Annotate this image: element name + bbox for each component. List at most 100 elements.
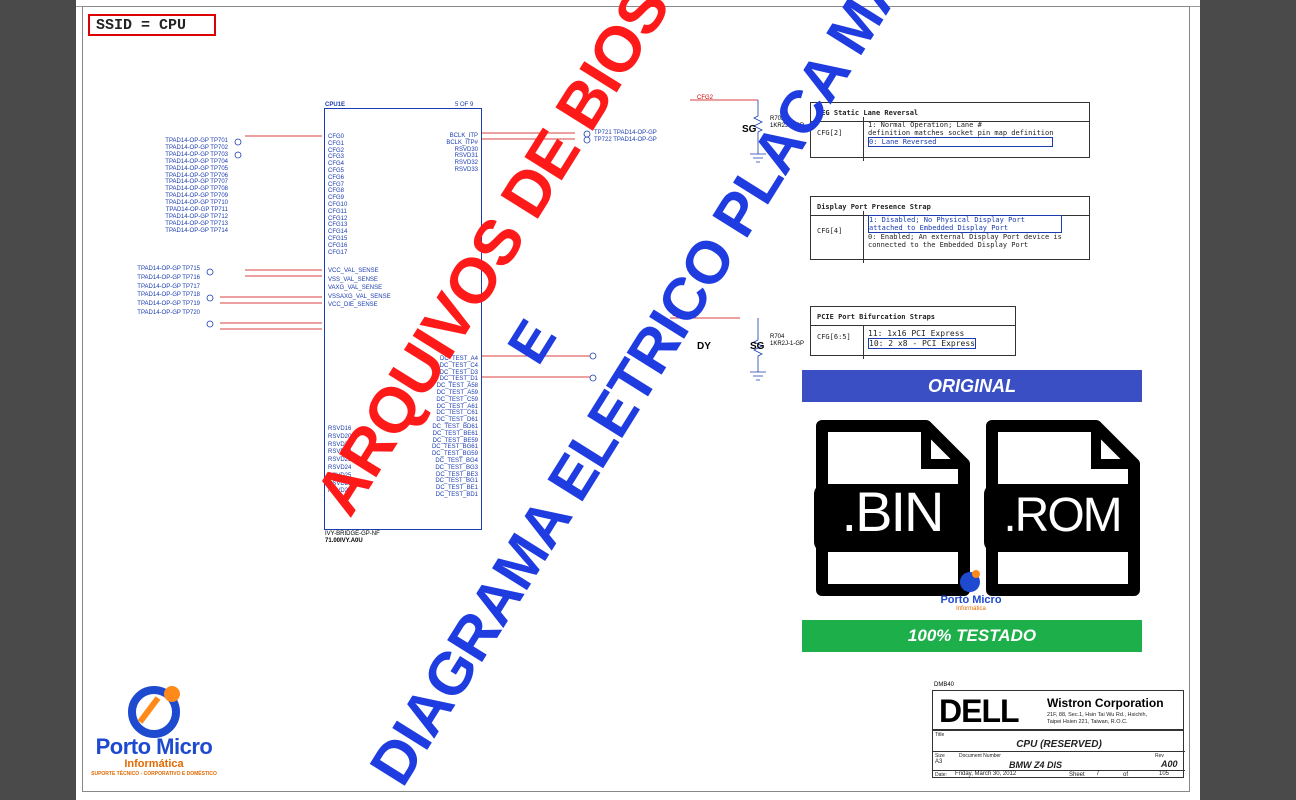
- cpu-pin-label: CFG12: [328, 215, 348, 222]
- cpu-pin-label: RSVD24: [328, 465, 352, 471]
- tb-doc-lbl: Document Number: [959, 753, 1001, 759]
- testpoint-label: TP721 TPAD14-OP-GP: [594, 130, 657, 136]
- testpoint-label: TPAD14-OP-GP TP716: [137, 274, 200, 281]
- cpu-pin-label: DC_TEST_D61: [436, 417, 478, 424]
- testpoint-label: TPAD14-OP-GP TP702: [165, 144, 228, 151]
- strap-dp-desc: 1: Disabled; No Physical Display Port at…: [863, 211, 1066, 263]
- porto-micro-sub: Informática: [124, 758, 184, 770]
- cpu-pin-label: DC_TEST_BD1: [435, 492, 478, 498]
- cpu-pin-label: CFG13: [328, 222, 348, 229]
- tb-rev: A00: [1161, 759, 1178, 769]
- cpu-pin-label: CFG6: [328, 174, 345, 181]
- strap-dp-line1: 1: Disabled; No Physical Display Port: [869, 216, 1025, 224]
- cpu-pin-label: CFG4: [328, 161, 345, 168]
- cpu-pin-label: RSVD16: [328, 426, 352, 432]
- rom-file-label: .ROM: [1003, 489, 1122, 542]
- cpu-pin-label: DC_TEST_BE1: [435, 485, 478, 492]
- cpu-pin-label: RSVD31: [454, 153, 478, 160]
- cpu-pin-label: CFG11: [328, 208, 347, 215]
- chip-part: 5 OF 9: [455, 102, 474, 108]
- testpoint-label: TPAD14-OP-GP TP709: [165, 193, 228, 200]
- tb-code: DMB40: [934, 682, 955, 688]
- cpu-pin-label: DC_TEST_BG61: [431, 444, 478, 451]
- sg-marker-1: SG: [742, 124, 757, 135]
- testpoint-label: TPAD14-OP-GP TP706: [165, 172, 228, 179]
- cpu-pin-label: CFG8: [328, 188, 345, 195]
- cpu-pin-label: DC_TEST_BE61: [432, 430, 478, 437]
- small-logo-mark: [960, 570, 980, 592]
- cpu-pin-label: RSVD22: [328, 449, 352, 456]
- tb-size-lbl: Size: [935, 753, 945, 759]
- testpoint-label: TPAD14-OP-GP TP705: [165, 165, 228, 172]
- ssid-label: SSID = CPU: [88, 14, 216, 36]
- testpoint-label: TPAD14-OP-GP TP712: [165, 213, 228, 220]
- cpu-pin-label: RSVD26: [328, 480, 352, 487]
- strap-peg-cfg: CFG[2]: [817, 129, 843, 137]
- tb-divider-2: [933, 770, 1185, 771]
- r702-val: 1KR2J-1-GP: [770, 123, 805, 129]
- strap-peg-title: PEG Static Lane Reversal: [811, 103, 1089, 122]
- porto-micro-name: Porto Micro: [95, 734, 213, 759]
- tb-date-lbl: Date:: [935, 772, 947, 778]
- tb-title-lbl: Title: [935, 732, 945, 738]
- strap-dp-line4: connected to the Embedded Display Port: [868, 241, 1029, 249]
- cpu-pin-label: CFG10: [328, 202, 348, 208]
- cpu-pin-label: CFG14: [328, 229, 348, 236]
- testpoint-label: TPAD14-OP-GP TP714: [165, 227, 228, 234]
- tb-company: Wistron Corporation: [1047, 696, 1164, 710]
- chip-footer-2: 71.00IVY.A0U: [325, 538, 363, 544]
- cpu-pin-label: VAXG_VAL_SENSE: [328, 285, 383, 292]
- porto-micro-tag: SUPORTE TÉCNICO - CORPORATIVO E DOMÉSTIC…: [91, 771, 217, 777]
- cpu-pin-label: DC_TEST_C4: [439, 362, 478, 369]
- testpoint-label: TPAD14-OP-GP TP703: [165, 151, 228, 158]
- testpoint-label: TPAD14-OP-GP TP717: [137, 283, 200, 290]
- cpu-pin-label: DC_TEST_BG1: [435, 478, 478, 485]
- cpu-pin-label: BCLK_ITP: [449, 133, 478, 139]
- cpu-pin-label: VCC_DIE_SENSE: [328, 302, 378, 309]
- cpu-pin-label: DC_TEST_BD61: [432, 424, 478, 430]
- cpu-pin-label: CFG5: [328, 168, 345, 174]
- cpu-pin-label: DC_TEST_A58: [436, 383, 478, 390]
- cpu-pin-label: DC_TEST_BE3: [435, 471, 478, 478]
- cpu-pin-label: CFG15: [328, 236, 348, 242]
- tb-sheet-lbl: Sheet: [1069, 772, 1085, 778]
- net-cfg6: CFG6: [672, 312, 689, 318]
- testpoint-label: TPAD14-OP-GP TP704: [165, 158, 228, 165]
- strap-peg-line3: 0: Lane Reversed: [868, 137, 1054, 147]
- strap-peg-line1: 1: Normal Operation; Lane #: [868, 121, 982, 129]
- r704-ref: R704: [770, 334, 785, 340]
- strap-dp: Display Port Presence Strap CFG[4] 1: Di…: [810, 196, 1090, 263]
- cpu-pin-label: DC_TEST_C59: [436, 396, 478, 403]
- cpu-pin-label: DC_TEST_A4: [439, 356, 478, 362]
- strap-pcie-line1: 11: 1x16 PCI Express: [868, 329, 965, 338]
- tb-address-1: 21F, 88, Sec.1, Hsin Tai Wu Rd., Hsichih…: [1047, 712, 1148, 718]
- cpu-pin-label: VSSAXG_VAL_SENSE: [328, 293, 391, 300]
- r702-ref: R702: [770, 116, 785, 122]
- strap-peg: PEG Static Lane Reversal CFG[2] 1: Norma…: [810, 102, 1090, 161]
- cpu-pin-label: VSS_VAL_SENSE: [328, 276, 378, 283]
- cpu-pin-label: CFG7: [328, 181, 345, 188]
- badge-original: ORIGINAL: [802, 370, 1142, 402]
- chip-name: CPU1E: [325, 102, 346, 108]
- cpu-pin-label: DC_TEST_BG4: [435, 458, 478, 464]
- strap-dp-enabled: 1: Disabled; No Physical Display Port at…: [868, 215, 1062, 233]
- tb-size: A3: [935, 759, 943, 765]
- chip-footer-1: IVY-BRIDGE-GP-NF: [325, 531, 380, 537]
- cpu-pin-label: DC_TEST_D1: [439, 376, 478, 383]
- sg-marker-2: SG: [750, 341, 765, 352]
- tb-date: Friday, March 30, 2012: [955, 771, 1017, 777]
- testpoint-label: TPAD14-OP-GP TP701: [165, 138, 228, 144]
- porto-micro-mark: [128, 686, 180, 738]
- strap-pcie-title: PCIE Port Bifurcation Straps: [811, 307, 1015, 326]
- tb-of: 105: [1159, 771, 1170, 777]
- testpoint-label: TPAD14-OP-GP TP707: [165, 179, 228, 186]
- testpoint-label: TPAD14-OP-GP TP715: [137, 266, 200, 272]
- r704-val: 1KR2J-1-GP: [770, 341, 805, 347]
- tb-divider-1: [933, 751, 1185, 752]
- rom-file-icon: [984, 420, 1140, 596]
- cpu-pin-label: CFG0: [328, 134, 345, 140]
- cpu-pin-label: DC_TEST_A61: [436, 403, 478, 410]
- cpu-pin-label: DC_TEST_BE59: [432, 437, 478, 444]
- strap-pcie-line2: 10: 2 x8 - PCI Express: [868, 338, 976, 349]
- testpoint-label: TPAD14-OP-GP TP719: [137, 301, 200, 308]
